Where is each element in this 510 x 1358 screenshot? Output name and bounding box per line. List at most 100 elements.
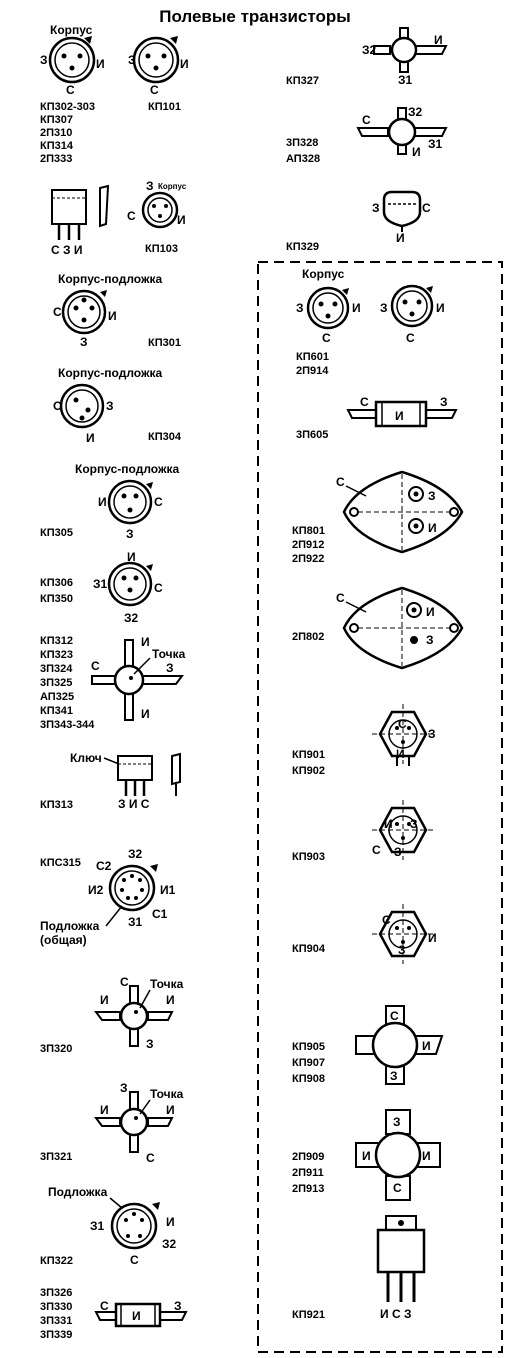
svg-text:З: З bbox=[428, 727, 436, 741]
svg-text:З: З bbox=[146, 1037, 154, 1051]
svg-text:И: И bbox=[396, 747, 405, 761]
svg-text:И: И bbox=[177, 213, 186, 227]
svg-text:С: С bbox=[372, 843, 381, 857]
svg-text:И: И bbox=[428, 521, 437, 535]
svg-text:Точка: Точка bbox=[150, 977, 184, 991]
svg-text:З: З bbox=[440, 395, 448, 409]
package-kp304: Корпус-подложка С З И КП304 bbox=[53, 366, 182, 445]
svg-text:И: И bbox=[395, 409, 404, 423]
package-kp305: Корпус-подложка И С З КП305 bbox=[40, 462, 179, 541]
package-kp103: З Корпус С И КП103 bbox=[127, 179, 187, 255]
svg-text:И: И bbox=[100, 1103, 109, 1117]
label-3p605: 3П605 bbox=[296, 429, 328, 441]
svg-text:С: С bbox=[336, 475, 345, 489]
svg-text:С: С bbox=[422, 201, 431, 215]
svg-text:З: З bbox=[120, 1081, 128, 1095]
label-2p914: 2П914 bbox=[296, 365, 329, 377]
svg-text:И: И bbox=[98, 495, 107, 509]
package-kp921: И С З КП921 bbox=[292, 1215, 426, 1321]
svg-text:3П339: 3П339 bbox=[40, 1329, 72, 1341]
svg-text:Корпус-подложка: Корпус-подложка bbox=[58, 272, 162, 286]
svg-text:З: З bbox=[426, 633, 434, 647]
label-kp103: КП103 bbox=[145, 243, 178, 255]
package-3p321: З Точка И И С 3П321 bbox=[40, 1081, 184, 1165]
svg-text:З: З bbox=[40, 53, 48, 67]
svg-text:С: С bbox=[53, 305, 62, 319]
label-kp921: КП921 bbox=[292, 1309, 325, 1321]
svg-text:И: И bbox=[166, 1103, 175, 1117]
svg-text:КП307: КП307 bbox=[40, 114, 73, 126]
package-kp322: Подложка З1 И З2 С КП322 bbox=[40, 1185, 177, 1267]
svg-text:З2: З2 bbox=[408, 105, 423, 119]
svg-text:3П324: 3П324 bbox=[40, 663, 73, 675]
label-kp301: КП301 bbox=[148, 337, 181, 349]
package-szi: С З И bbox=[51, 184, 110, 257]
svg-text:И С З: И С З bbox=[380, 1307, 411, 1321]
package-kps315: КПС315 З2 С2 И2 И1 С1 З1 Подложка (общая… bbox=[40, 847, 176, 947]
svg-text:С: С bbox=[146, 1151, 155, 1165]
svg-text:С: С bbox=[360, 395, 369, 409]
package-kp327: З2 И З1 КП327 bbox=[286, 27, 448, 87]
svg-text:Корпус-подложка: Корпус-подложка bbox=[75, 462, 179, 476]
svg-text:3П343-344: 3П343-344 bbox=[40, 719, 95, 731]
label-kp903: КП903 bbox=[292, 851, 325, 863]
svg-text:Корпус: Корпус bbox=[158, 182, 187, 191]
svg-text:З2: З2 bbox=[124, 611, 139, 625]
svg-text:КП341: КП341 bbox=[40, 705, 73, 717]
package-3p326: 3П326 3П330 3П331 3П339 И С З bbox=[40, 1287, 188, 1341]
svg-text:И: И bbox=[180, 57, 189, 71]
svg-text:С1: С1 bbox=[152, 907, 168, 921]
svg-text:З: З bbox=[393, 1115, 401, 1129]
svg-text:И2: И2 bbox=[88, 883, 104, 897]
svg-text:2П310: 2П310 bbox=[40, 127, 72, 139]
svg-text:С2: С2 bbox=[96, 859, 112, 873]
label-kp306: КП306 bbox=[40, 577, 73, 589]
page-title: Полевые транзисторы bbox=[159, 7, 351, 26]
svg-text:З: З bbox=[80, 335, 88, 349]
svg-text:З2: З2 bbox=[128, 847, 143, 861]
package-3p605: И С З 3П605 bbox=[296, 395, 458, 441]
svg-text:З: З bbox=[394, 845, 402, 859]
package-kp601: Корпус З И С З И С КП601 2П914 bbox=[296, 267, 445, 377]
label-kp305: КП305 bbox=[40, 527, 73, 539]
package-3p328: С З2 З1 И 3П328 АП328 bbox=[286, 105, 448, 165]
svg-text:З: З bbox=[106, 399, 114, 413]
svg-text:З: З bbox=[398, 943, 406, 957]
svg-text:З: З bbox=[146, 179, 154, 193]
svg-text:З: З bbox=[410, 817, 418, 831]
svg-text:С: С bbox=[393, 1181, 402, 1195]
package-kp903: И З С З КП903 bbox=[292, 800, 434, 863]
label-kp304: КП304 bbox=[148, 431, 182, 443]
svg-text:С: С bbox=[322, 331, 331, 345]
svg-text:С: С bbox=[398, 717, 407, 731]
svg-text:И: И bbox=[434, 33, 443, 47]
svg-text:З: З bbox=[296, 301, 304, 315]
label-kp101: КП101 bbox=[148, 101, 181, 113]
svg-text:И: И bbox=[141, 707, 150, 721]
svg-text:И: И bbox=[352, 301, 361, 315]
svg-text:С: С bbox=[66, 83, 75, 97]
svg-text:З: З bbox=[128, 53, 136, 67]
svg-text:З1: З1 bbox=[398, 73, 413, 87]
label-kp313: КП313 bbox=[40, 799, 73, 811]
package-kp313: Ключ КП313 З И С bbox=[40, 751, 181, 811]
package-kp801: З И С КП801 2П912 2П922 bbox=[292, 470, 464, 565]
svg-text:И: И bbox=[166, 1215, 175, 1229]
label-ap328: АП328 bbox=[286, 153, 320, 165]
svg-text:С: С bbox=[53, 399, 62, 413]
svg-text:З: З bbox=[380, 301, 388, 315]
label-kp322: КП322 bbox=[40, 1255, 73, 1267]
svg-text:С: С bbox=[336, 591, 345, 605]
svg-text:КП907: КП907 bbox=[292, 1057, 325, 1069]
svg-text:С: С bbox=[406, 331, 415, 345]
svg-text:И: И bbox=[428, 931, 437, 945]
package-kp329: З С И КП329 bbox=[286, 190, 431, 253]
package-kp904: С И З КП904 bbox=[292, 904, 437, 964]
svg-text:З2: З2 bbox=[362, 43, 377, 57]
svg-text:З: З bbox=[166, 661, 174, 675]
svg-text:С: С bbox=[127, 209, 136, 223]
label-3p328: 3П328 bbox=[286, 137, 318, 149]
svg-text:С: С bbox=[100, 1299, 109, 1313]
svg-text:КП323: КП323 bbox=[40, 649, 73, 661]
